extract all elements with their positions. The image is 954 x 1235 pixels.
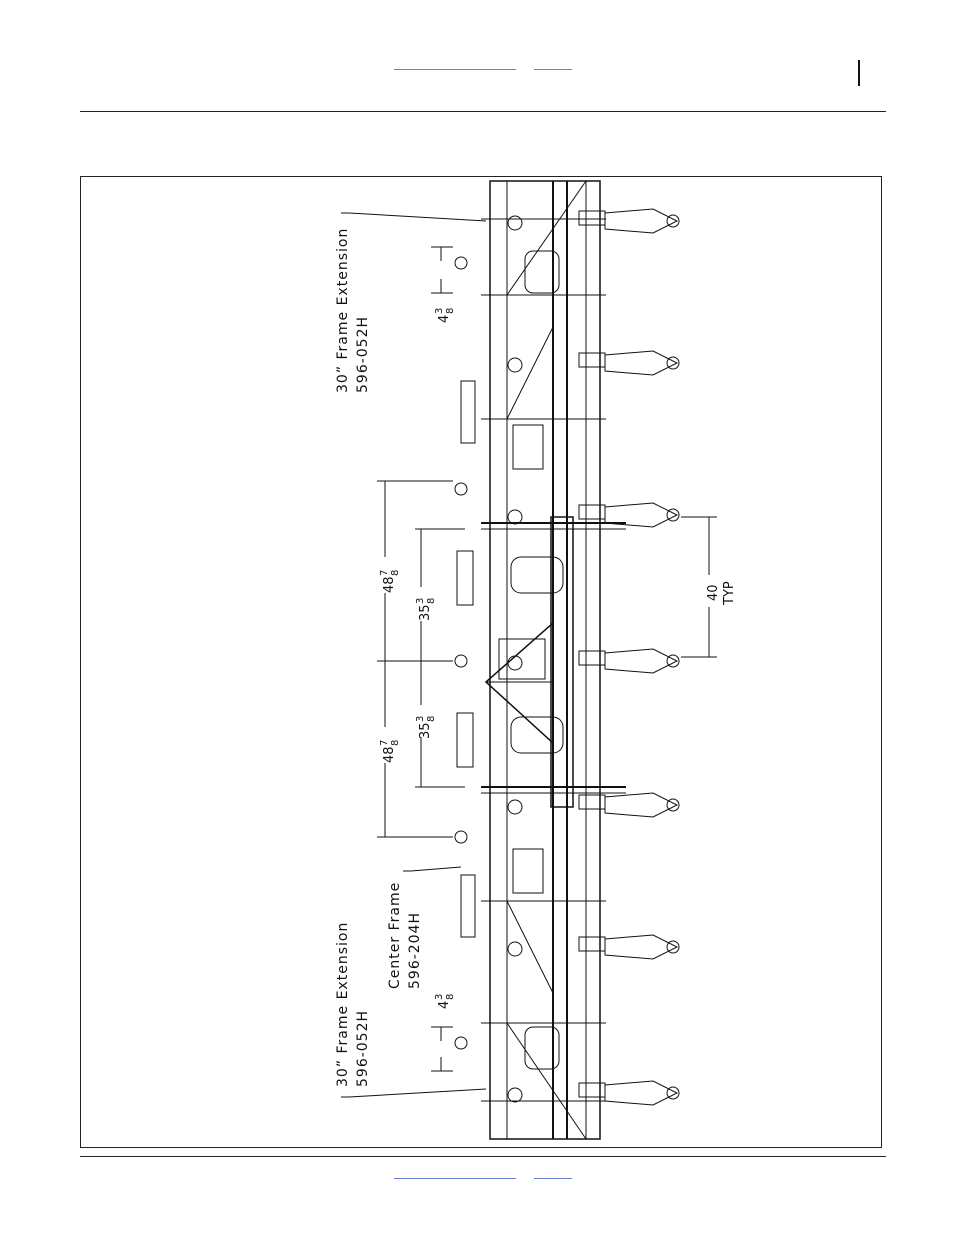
- center-frame-part: 596-204H: [407, 912, 423, 989]
- top-extension-callout: 30” Frame Extension 596-052H: [335, 228, 371, 393]
- dimension-top-spacing: 4 3 8: [434, 308, 456, 323]
- svg-text:8: 8: [445, 994, 456, 1000]
- svg-text:35: 35: [418, 722, 433, 739]
- dimension-upper-long: 48 7 8: [379, 570, 401, 593]
- dimension-upper-short: 35 3 8: [415, 598, 437, 621]
- svg-text:48: 48: [382, 746, 397, 763]
- footer-rule: [80, 1156, 886, 1157]
- top-extension-part: 596-052H: [355, 316, 371, 393]
- svg-text:TYP: TYP: [722, 581, 737, 606]
- svg-text:3: 3: [434, 308, 445, 314]
- svg-text:35: 35: [418, 604, 433, 621]
- frame-diagram-figure: 30” Frame Extension 596-052H 30” Frame E…: [80, 176, 882, 1148]
- svg-text:8: 8: [426, 716, 437, 722]
- dimension-lower-short: 35 3 8: [415, 716, 437, 739]
- header-nav-link-2[interactable]: [534, 69, 572, 70]
- svg-text:4: 4: [437, 1001, 452, 1009]
- svg-text:4: 4: [437, 315, 452, 323]
- top-extension-label: 30” Frame Extension: [335, 228, 351, 393]
- footer-nav-link-2[interactable]: [534, 1178, 572, 1179]
- svg-text:3: 3: [415, 598, 426, 604]
- svg-text:8: 8: [390, 570, 401, 576]
- svg-text:8: 8: [390, 740, 401, 746]
- svg-text:3: 3: [434, 994, 445, 1000]
- center-frame-label: Center Frame: [387, 882, 403, 989]
- center-frame-callout: Center Frame 596-204H: [387, 882, 423, 989]
- footer-nav-link-1[interactable]: [394, 1178, 516, 1179]
- svg-text:7: 7: [379, 570, 390, 576]
- svg-text:40: 40: [706, 584, 721, 601]
- header-bar: [858, 60, 860, 86]
- dimension-lower-long: 48 7 8: [379, 740, 401, 763]
- svg-text:8: 8: [426, 598, 437, 604]
- frame-diagram: 30” Frame Extension 596-052H 30” Frame E…: [81, 177, 883, 1149]
- dimension-bottom-spacing: 4 3 8: [434, 994, 456, 1009]
- header-nav-link-1[interactable]: [394, 69, 516, 70]
- svg-text:8: 8: [445, 308, 456, 314]
- svg-text:3: 3: [415, 716, 426, 722]
- header-rule: [80, 111, 886, 112]
- bottom-extension-label: 30” Frame Extension: [335, 922, 351, 1087]
- dimension-row-spacing: 40 TYP: [706, 581, 737, 606]
- svg-text:48: 48: [382, 576, 397, 593]
- bottom-extension-callout: 30” Frame Extension 596-052H: [335, 922, 371, 1087]
- svg-text:7: 7: [379, 740, 390, 746]
- bottom-extension-part: 596-052H: [355, 1010, 371, 1087]
